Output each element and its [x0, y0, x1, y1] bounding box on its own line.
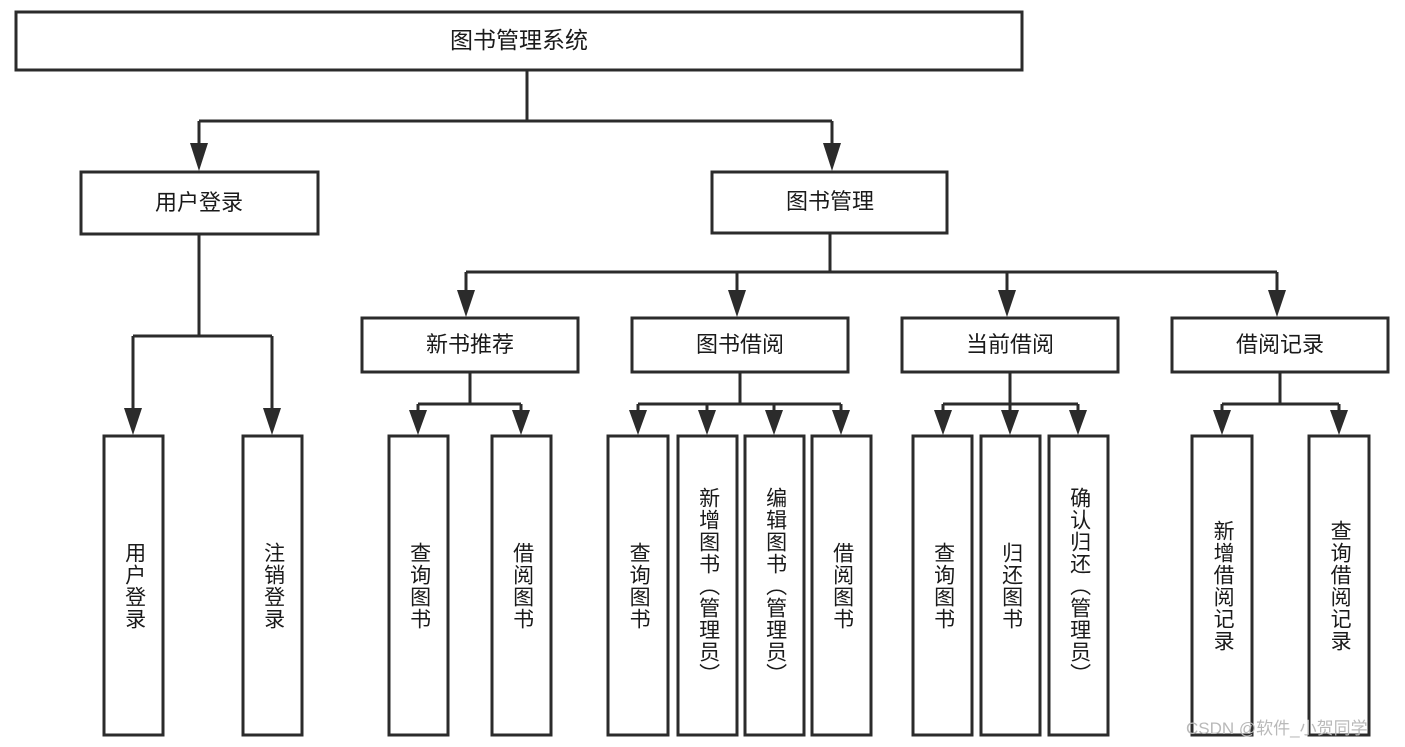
node-new-book-recommend[interactable]: 新书推荐 [360, 316, 580, 374]
arrow-head-icon [832, 410, 850, 435]
node-user-login-box[interactable] [79, 170, 320, 236]
leaf-box-return-book[interactable] [979, 434, 1042, 737]
node-book-management-box[interactable] [710, 170, 949, 235]
arrow-head-icon [1213, 410, 1231, 435]
node-user-login-label: 用户登录 [155, 190, 243, 215]
leaf-box-layer [102, 434, 1371, 737]
node-new-book-recommend-label: 新书推荐 [426, 332, 514, 357]
arrow-head-icon [1330, 410, 1348, 435]
arrow-head-icon [457, 290, 475, 317]
arrow-head-icon [698, 410, 716, 435]
leaf-box-query-book-borrow[interactable] [606, 434, 670, 737]
leaf-box-add-record[interactable] [1190, 434, 1254, 737]
node-root-label: 图书管理系统 [450, 27, 588, 53]
arrow-head-icon [934, 410, 952, 435]
arrow-head-icon [190, 143, 208, 171]
node-borrow-record[interactable]: 借阅记录 [1170, 316, 1390, 374]
arrow-head-icon [728, 290, 746, 317]
node-book-borrow-label: 图书借阅 [696, 332, 784, 357]
arrow-head-icon [1268, 290, 1286, 317]
arrow-head-icon [765, 410, 783, 435]
node-current-borrow-box[interactable] [900, 316, 1120, 374]
leaf-box-query-record[interactable] [1307, 434, 1371, 737]
leaf-box-add-book[interactable] [676, 434, 739, 737]
node-borrow-record-box[interactable] [1170, 316, 1390, 374]
node-book-borrow-box[interactable] [630, 316, 850, 374]
node-book-borrow[interactable]: 图书借阅 [630, 316, 850, 374]
leaf-box-logout[interactable] [241, 434, 304, 737]
node-root-box[interactable] [14, 10, 1024, 72]
arrow-head-icon [998, 290, 1016, 317]
node-borrow-record-label: 借阅记录 [1236, 332, 1324, 357]
arrow-head-icon [124, 408, 142, 435]
leaf-box-query-book-current[interactable] [911, 434, 974, 737]
arrow-head-icon [823, 143, 841, 171]
arrow-head-icon [409, 410, 427, 435]
node-new-book-recommend-box[interactable] [360, 316, 580, 374]
arrow-head-icon [512, 410, 530, 435]
arrow-head-icon [1001, 410, 1019, 435]
node-book-management[interactable]: 图书管理 [710, 170, 949, 235]
node-user-login[interactable]: 用户登录 [79, 170, 320, 236]
leaf-box-query-book-new[interactable] [387, 434, 450, 737]
arrow-head-icon [629, 410, 647, 435]
node-current-borrow-label: 当前借阅 [966, 332, 1054, 357]
leaf-box-confirm-return[interactable] [1047, 434, 1110, 737]
leaf-box-borrow-book-new[interactable] [490, 434, 553, 737]
connector-layer [124, 70, 1348, 435]
leaf-box-user-login[interactable] [102, 434, 165, 737]
leaf-box-borrow-book[interactable] [810, 434, 873, 737]
node-root[interactable]: 图书管理系统 [14, 10, 1024, 72]
node-book-management-label: 图书管理 [786, 189, 874, 214]
arrow-head-icon [263, 408, 281, 435]
arrow-head-icon [1069, 410, 1087, 435]
node-current-borrow[interactable]: 当前借阅 [900, 316, 1120, 374]
leaf-box-edit-book[interactable] [743, 434, 806, 737]
